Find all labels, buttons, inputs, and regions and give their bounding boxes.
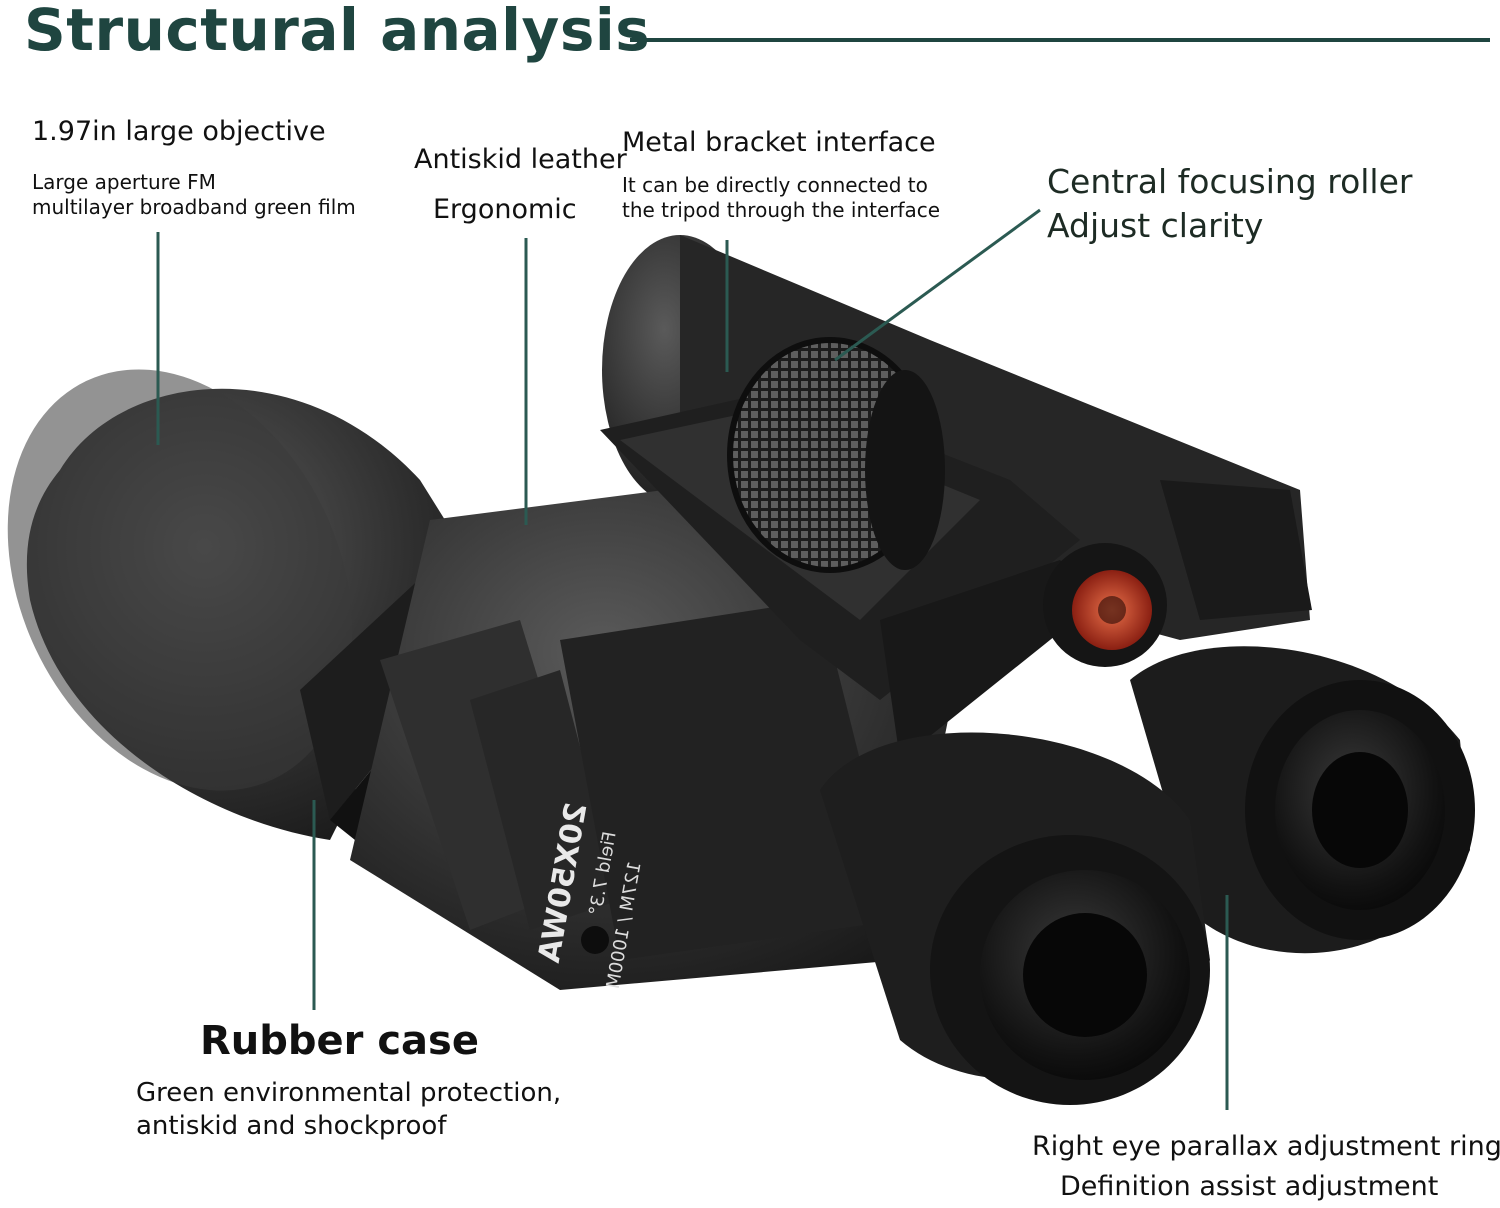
bracket-heading: Metal bracket interface bbox=[622, 127, 936, 158]
screw-icon bbox=[581, 926, 609, 954]
page-title: Structural analysis bbox=[24, 0, 651, 64]
focus-wheel bbox=[727, 337, 945, 573]
leather-sub: Ergonomic bbox=[433, 194, 577, 225]
title-divider bbox=[630, 38, 1490, 42]
rubber-line-1: Green environmental protection, bbox=[136, 1078, 562, 1108]
parallax-line-1: Right eye parallax adjustment ring bbox=[1032, 1131, 1500, 1162]
bracket-line-2: the tripod through the interface bbox=[622, 198, 941, 222]
objective-heading: 1.97in large objective bbox=[32, 116, 326, 147]
leather-heading: Antiskid leather bbox=[414, 144, 627, 175]
focus-line-1: Central focusing roller bbox=[1047, 162, 1413, 201]
diopter-cap bbox=[1043, 543, 1167, 667]
parallax-line-2: Definition assist adjustment bbox=[1060, 1171, 1439, 1202]
rubber-line-2: antiskid and shockproof bbox=[136, 1111, 447, 1141]
objective-line-2: multilayer broadband green film bbox=[32, 195, 356, 219]
rubber-heading: Rubber case bbox=[200, 1018, 479, 1064]
left-eyepiece bbox=[820, 732, 1210, 1105]
objective-line-1: Large aperture FM bbox=[32, 170, 216, 194]
bracket-line-1: It can be directly connected to bbox=[622, 173, 928, 197]
right-eyepiece bbox=[1130, 646, 1475, 954]
focus-line-2: Adjust clarity bbox=[1047, 206, 1264, 245]
callout-leader-lines bbox=[156, 208, 1229, 1110]
